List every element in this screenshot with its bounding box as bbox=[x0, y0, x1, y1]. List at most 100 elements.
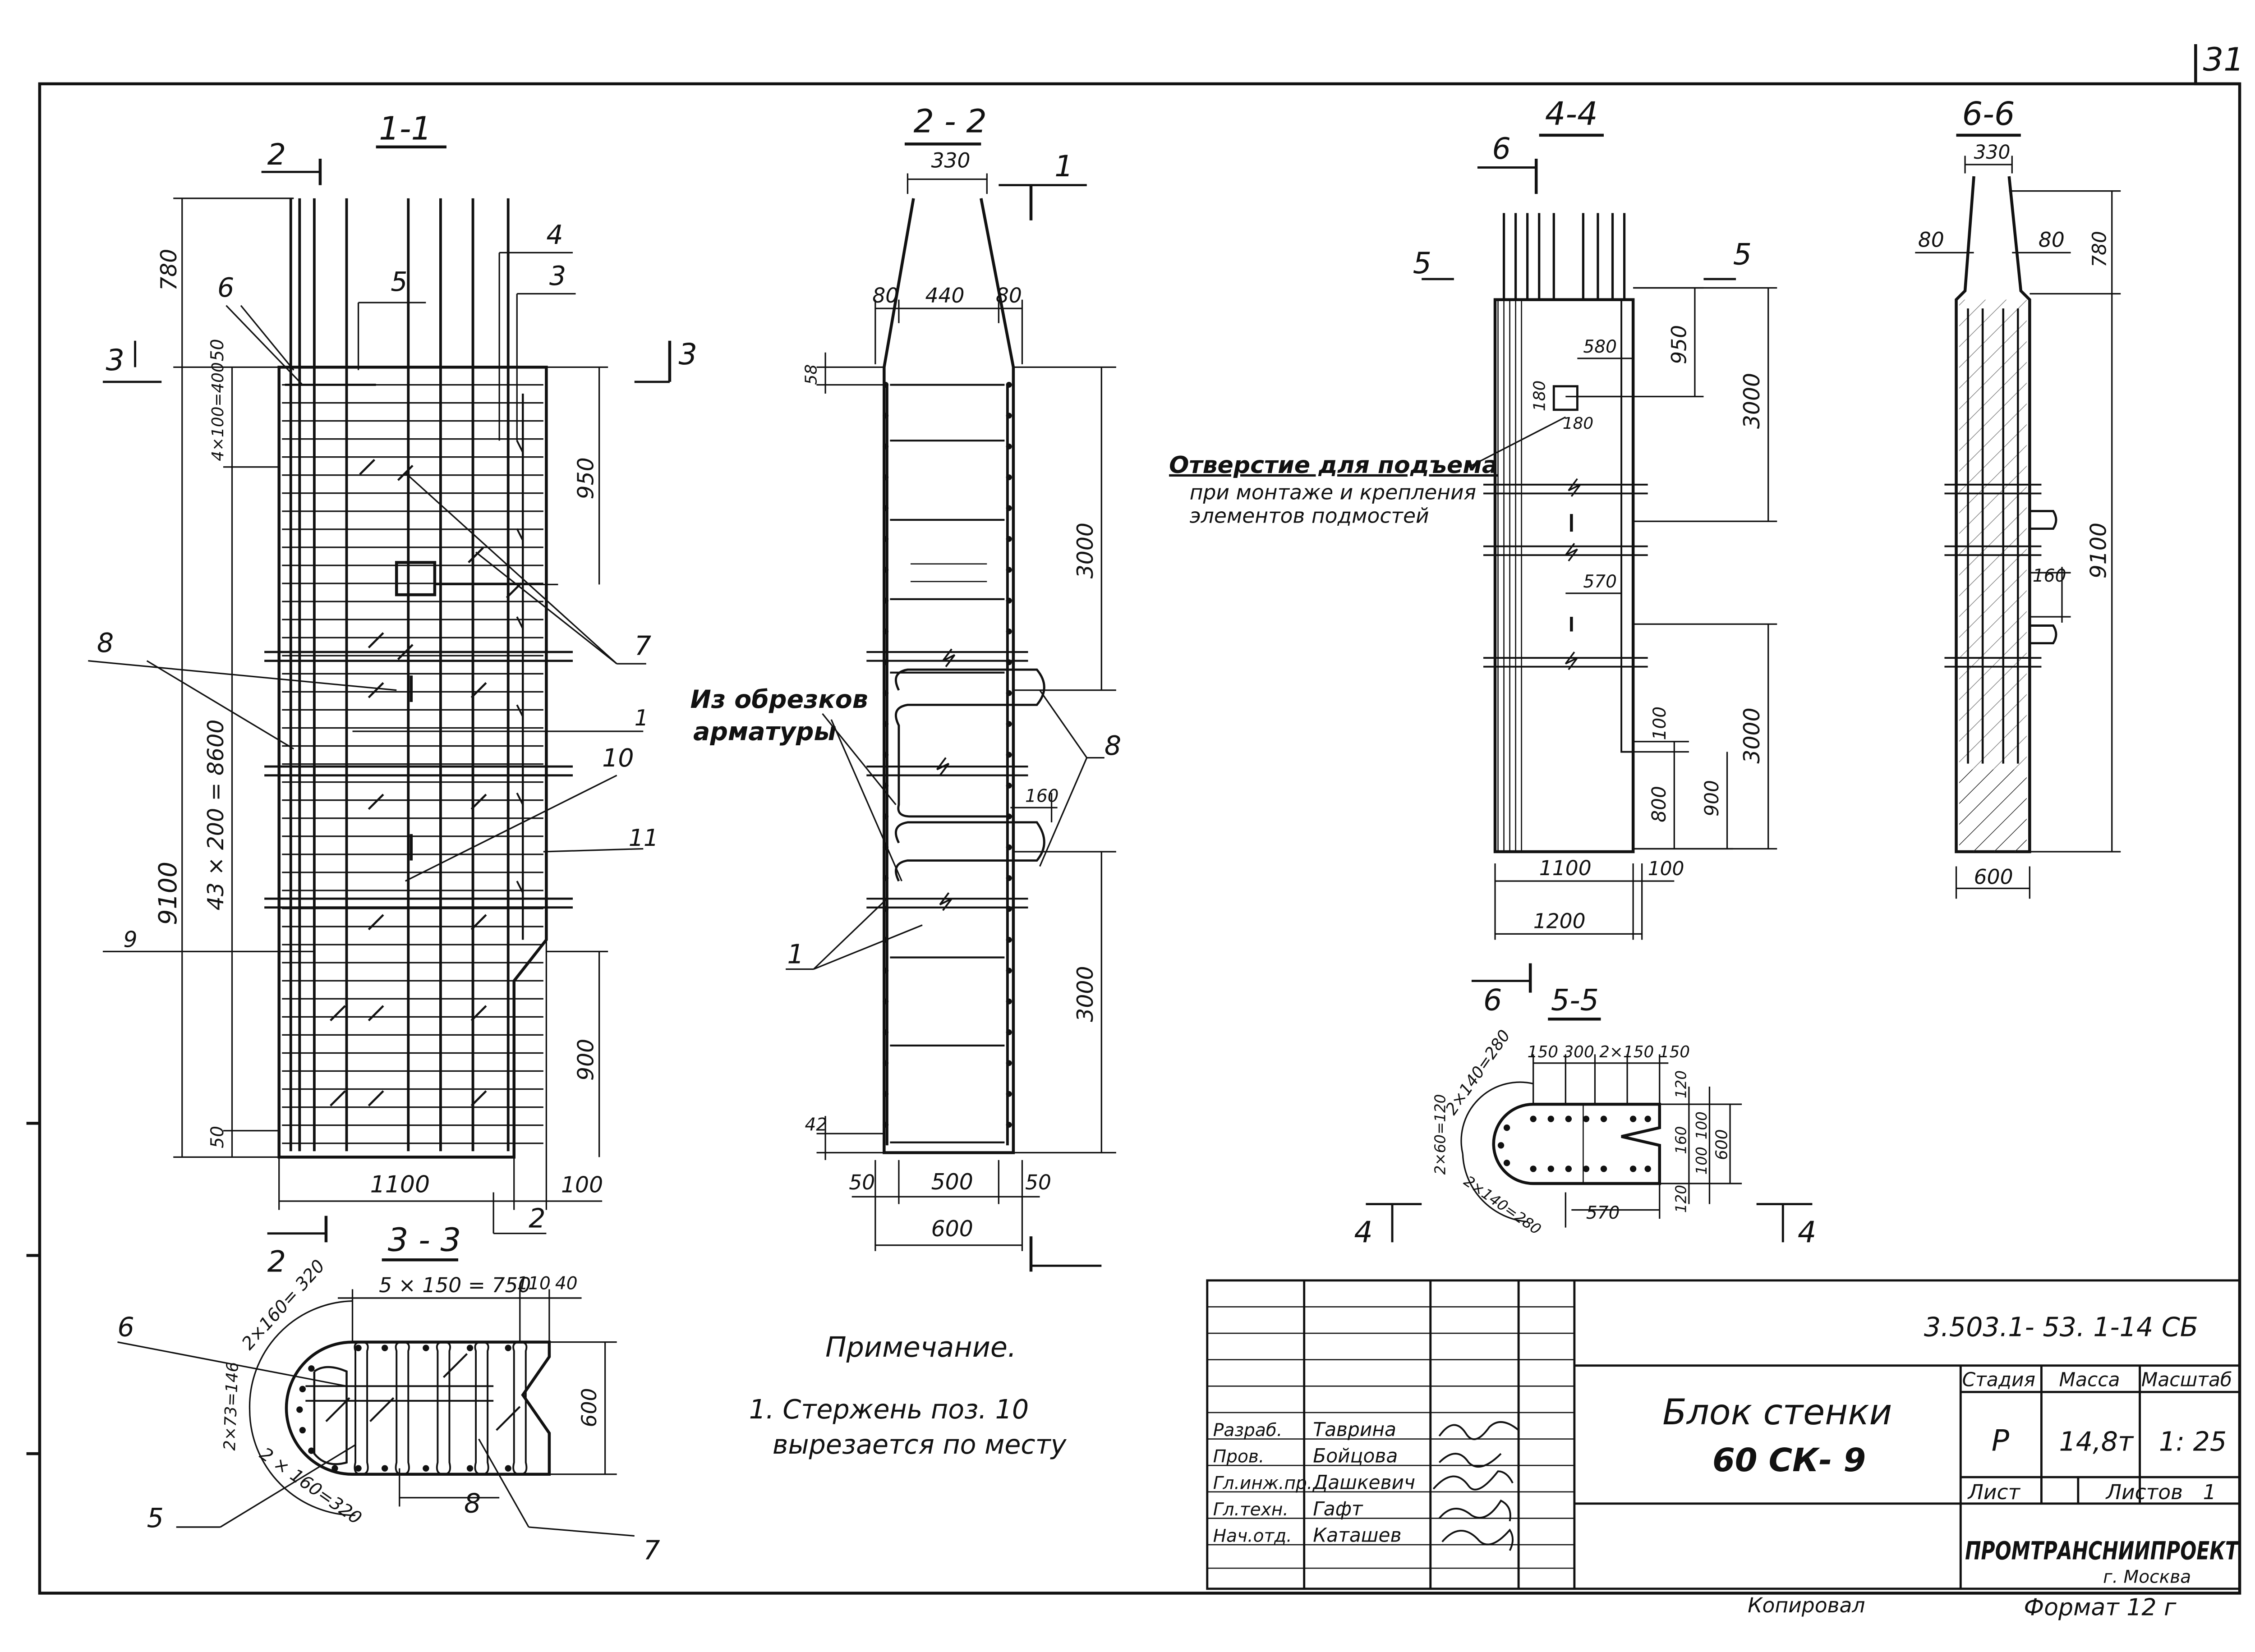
rebar-path bbox=[1568, 478, 1581, 497]
dim-950: 950 bbox=[573, 457, 599, 499]
section-6-6: 6-6 330 80 80 780 9100 160 600 bbox=[1915, 95, 2121, 899]
callout-11: 11 bbox=[629, 825, 658, 852]
rebar-dot bbox=[1006, 597, 1012, 604]
drawing-frame bbox=[38, 44, 2241, 1595]
lift-hole-title: Отверстие для подъема bbox=[1169, 452, 1498, 479]
callout-1-left: 1 bbox=[787, 939, 804, 969]
rebar-line bbox=[470, 914, 487, 931]
rebar-line bbox=[468, 547, 484, 564]
rebar-line bbox=[368, 914, 384, 931]
rebar-dot bbox=[1503, 1124, 1510, 1131]
rebar-dot bbox=[331, 1465, 338, 1472]
rebar-dot bbox=[883, 567, 889, 573]
rebar-path bbox=[395, 1341, 410, 1475]
dim-55-arc2: 2×60=120 bbox=[1431, 1094, 1449, 1175]
callout-6: 6 bbox=[217, 272, 234, 303]
rebar-dot bbox=[1006, 1029, 1012, 1036]
lift-hole-line2: при монтаже и крепления bbox=[1190, 480, 1476, 504]
dim-55-arc1: 2×140=280 bbox=[1442, 1027, 1514, 1118]
rebar-dot bbox=[1503, 1160, 1510, 1166]
col-scale: Масштаб bbox=[2141, 1368, 2232, 1390]
rebar-dot bbox=[1530, 1166, 1537, 1172]
callout-3: 3 bbox=[549, 261, 566, 291]
rebar-dot bbox=[883, 1091, 889, 1097]
rebar-dot bbox=[1006, 474, 1012, 481]
sheets-count: 1 bbox=[2203, 1480, 2216, 1504]
rebar-line bbox=[516, 440, 524, 453]
rebar-path bbox=[939, 892, 953, 911]
rebar-dot bbox=[355, 1345, 362, 1351]
rebar-dot bbox=[883, 813, 889, 820]
page-number: 31 bbox=[2203, 41, 2244, 78]
section-4-4-bars bbox=[1483, 213, 1648, 852]
dim-900-44: 900 bbox=[1701, 780, 1723, 817]
role-name: Каташев bbox=[1313, 1524, 1401, 1546]
rebar-dot bbox=[382, 1345, 388, 1351]
rebar-dot bbox=[1006, 721, 1012, 727]
rebar-dot bbox=[308, 1365, 315, 1372]
rebar-dot bbox=[1497, 1142, 1505, 1149]
section-6-6-title: 6-6 bbox=[1962, 95, 2015, 133]
rebar-dot bbox=[1006, 875, 1012, 881]
mark-6-top: 6 bbox=[1492, 132, 1511, 166]
rebar-path bbox=[1620, 299, 1634, 753]
dim-180-a: 180 bbox=[1531, 381, 1549, 411]
rebar-path bbox=[1565, 543, 1578, 562]
footer-format: Формат 12 г bbox=[2024, 1594, 2177, 1621]
section-5-5-title: 5-5 bbox=[1551, 984, 1599, 1018]
col-stage: Стадия bbox=[1962, 1368, 2035, 1390]
mark-3-left: 3 bbox=[106, 344, 124, 377]
rebar-dot bbox=[883, 690, 889, 696]
sheet-label: Лист bbox=[1967, 1480, 2021, 1504]
rebar-line bbox=[330, 1090, 346, 1106]
rebar-dot bbox=[1565, 1115, 1572, 1122]
rebar-dot bbox=[883, 998, 889, 1005]
rebar-line bbox=[368, 1005, 384, 1022]
scrap-label-1: Из обрезков bbox=[690, 685, 868, 714]
product-name-1: Блок стенки bbox=[1662, 1392, 1892, 1433]
role-label: Нач.отд. bbox=[1213, 1526, 1292, 1546]
role-name: Бойцова bbox=[1313, 1445, 1398, 1467]
rebar-dot bbox=[883, 413, 889, 419]
callout-4: 4 bbox=[546, 220, 563, 250]
rebar-dot bbox=[299, 1386, 306, 1392]
rebar-path bbox=[313, 1366, 348, 1465]
rebar-dot bbox=[1006, 998, 1012, 1005]
section-1-1-bars bbox=[264, 198, 573, 1152]
mark-5-right: 5 bbox=[1733, 238, 1752, 271]
rebar-dot bbox=[883, 597, 889, 604]
callout-7: 7 bbox=[635, 631, 651, 661]
section-2-2-title: 2 - 2 bbox=[913, 102, 987, 140]
dim-180-b: 180 bbox=[1563, 414, 1593, 433]
dim-9100-66: 9100 bbox=[2086, 523, 2112, 578]
rebar-dot bbox=[883, 1122, 889, 1128]
rebar-dot bbox=[466, 1345, 474, 1351]
rebar-dot bbox=[883, 968, 889, 974]
rebar-line bbox=[330, 1005, 346, 1022]
callout-5: 5 bbox=[391, 266, 407, 297]
rebar-line bbox=[496, 1406, 521, 1431]
dim-600-66: 600 bbox=[1974, 865, 2013, 889]
dim-80-right: 80 bbox=[996, 284, 1022, 307]
rebar-path bbox=[894, 821, 1045, 882]
section-3-3: 3 - 3 5 × 150 = 750 110 40 2×160= 320 2×… bbox=[117, 1221, 660, 1566]
note-line1: 1. Стержень поз. 10 bbox=[749, 1394, 1029, 1425]
col-mass: Масса bbox=[2059, 1368, 2120, 1390]
section-5-5: 5-5 150 300 2×150 150 2×140=280 2×60=120… bbox=[1354, 984, 1816, 1250]
dim-780-66: 780 bbox=[2089, 231, 2111, 267]
rebar-dot bbox=[1600, 1166, 1607, 1172]
section-4-4: 4-4 6 5 5 6 bbox=[1169, 95, 1777, 1018]
doc-code: 3.503.1- 53. 1-14 СБ bbox=[1924, 1312, 2198, 1343]
dim-100: 100 bbox=[561, 1172, 603, 1198]
dim-9100: 9100 bbox=[154, 862, 183, 925]
dim-440: 440 bbox=[925, 284, 965, 307]
dim-160: 160 bbox=[1025, 786, 1059, 806]
rebar-dot bbox=[883, 1060, 889, 1066]
dim-160-66: 160 bbox=[2033, 566, 2066, 586]
rebar-dot bbox=[1006, 413, 1012, 419]
product-name-2: 60 СК- 9 bbox=[1712, 1441, 1866, 1479]
sheets-label: Листов bbox=[2105, 1480, 2183, 1504]
rebar-dot bbox=[883, 474, 889, 481]
rebar-line bbox=[516, 616, 524, 629]
